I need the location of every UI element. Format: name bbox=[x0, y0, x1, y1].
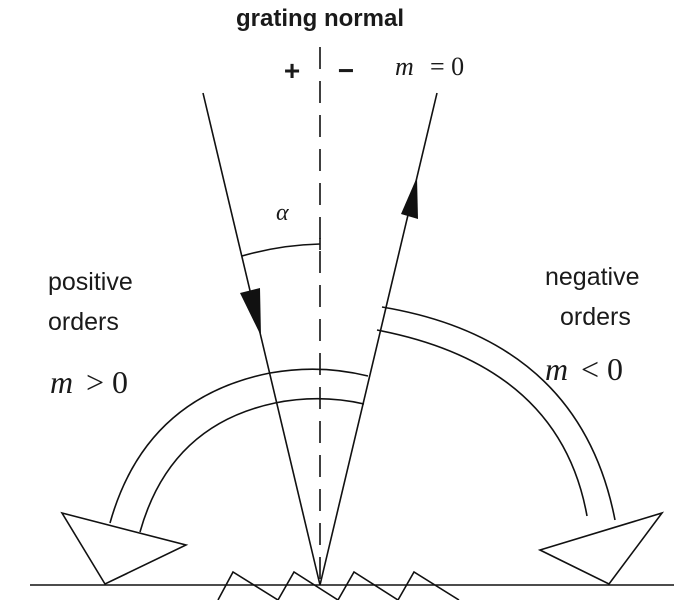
negative-orders-arrowhead-icon bbox=[537, 511, 665, 586]
angle-alpha-label: α bbox=[276, 200, 289, 226]
positive-arc-outer bbox=[109, 368, 369, 524]
grating-grooves bbox=[217, 570, 460, 600]
incident-ray bbox=[202, 92, 321, 586]
incident-arrow-icon bbox=[240, 288, 261, 336]
negative-label-line1: negative bbox=[545, 263, 640, 291]
grating-normal-label: grating normal bbox=[236, 5, 404, 32]
zero-order-rel: = 0 bbox=[430, 52, 464, 81]
negative-var: m bbox=[545, 351, 568, 387]
positive-label-line2: orders bbox=[48, 308, 119, 336]
negative-rel: < 0 bbox=[581, 351, 623, 387]
angle-alpha-arc bbox=[241, 243, 321, 257]
negative-arc-outer bbox=[381, 306, 616, 521]
positive-rel: > 0 bbox=[86, 364, 128, 400]
positive-label-line1: positive bbox=[48, 268, 133, 296]
zero-order-var: m bbox=[395, 52, 414, 81]
zero-order-ray bbox=[319, 92, 438, 586]
zero-order-arrow-icon bbox=[401, 177, 418, 219]
negative-label-line2: orders bbox=[560, 303, 631, 331]
positive-var: m bbox=[50, 364, 73, 400]
negative-arc-inner bbox=[376, 329, 588, 517]
positive-arc-inner bbox=[139, 397, 365, 533]
plus-sign: + bbox=[284, 55, 300, 86]
positive-orders-arrowhead-icon bbox=[60, 511, 189, 586]
minus-sign: − bbox=[338, 55, 354, 86]
